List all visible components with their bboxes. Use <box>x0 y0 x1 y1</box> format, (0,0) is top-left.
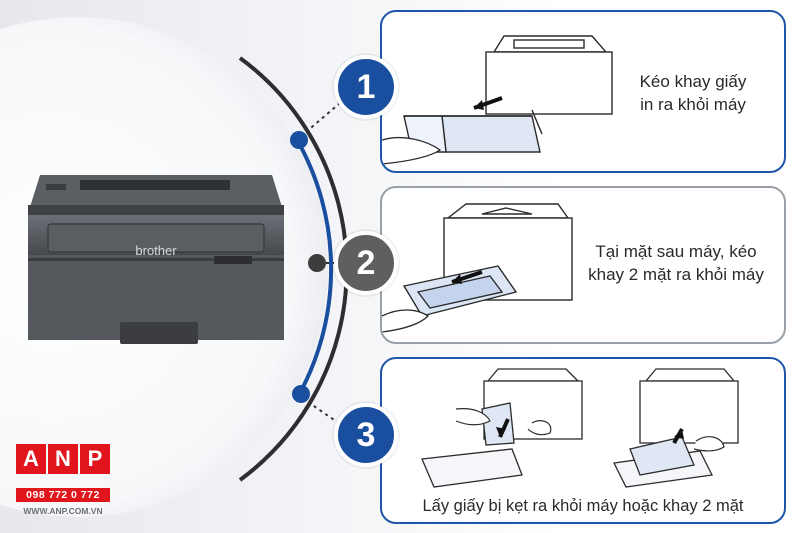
logo-website: WWW.ANP.COM.VN <box>23 506 103 516</box>
step-1-line-2: in ra khỏi máy <box>640 95 746 114</box>
logo-letter-n: N <box>48 444 78 474</box>
step-1-card: Kéo khay giấy in ra khỏi máy <box>380 10 786 173</box>
connector-line-3 <box>307 401 341 425</box>
logo-phone: 098 772 0 772 <box>16 488 110 502</box>
logo-letter-a: A <box>16 444 46 474</box>
step-2-card: Tại mặt sau máy, kéo khay 2 mặt ra khỏi … <box>380 186 786 344</box>
connector-dot-2 <box>308 254 326 272</box>
logo-letter-p: P <box>80 444 110 474</box>
connector-line-1 <box>305 102 341 133</box>
step-3-badge: 3 <box>334 403 398 467</box>
step-1-line-1: Kéo khay giấy <box>639 72 747 91</box>
step-2-illustration <box>382 203 573 333</box>
step-2-line-2: khay 2 mặt ra khỏi máy <box>588 265 764 284</box>
printer-brand-label: brother <box>135 243 177 258</box>
step-1-illustration <box>382 35 613 165</box>
step-2-line-1: Tại mặt sau máy, kéo <box>595 242 757 261</box>
connector-dot-3 <box>292 385 310 403</box>
printer-image: brother <box>28 175 284 344</box>
anp-logo: A N P 098 772 0 772 WWW.ANP.COM.VN <box>16 444 110 516</box>
step-3-card: Lấy giấy bị kẹt ra khỏi máy hoặc khay 2 … <box>380 357 786 524</box>
step-1-badge: 1 <box>334 55 398 119</box>
step-3-line-1: Lấy giấy bị kẹt ra khỏi máy hoặc khay 2 … <box>422 497 744 515</box>
blue-arc-segment <box>294 137 334 401</box>
step-3-illustration <box>421 368 739 488</box>
connector-dot-1 <box>290 131 308 149</box>
step-2-badge: 2 <box>334 231 398 295</box>
